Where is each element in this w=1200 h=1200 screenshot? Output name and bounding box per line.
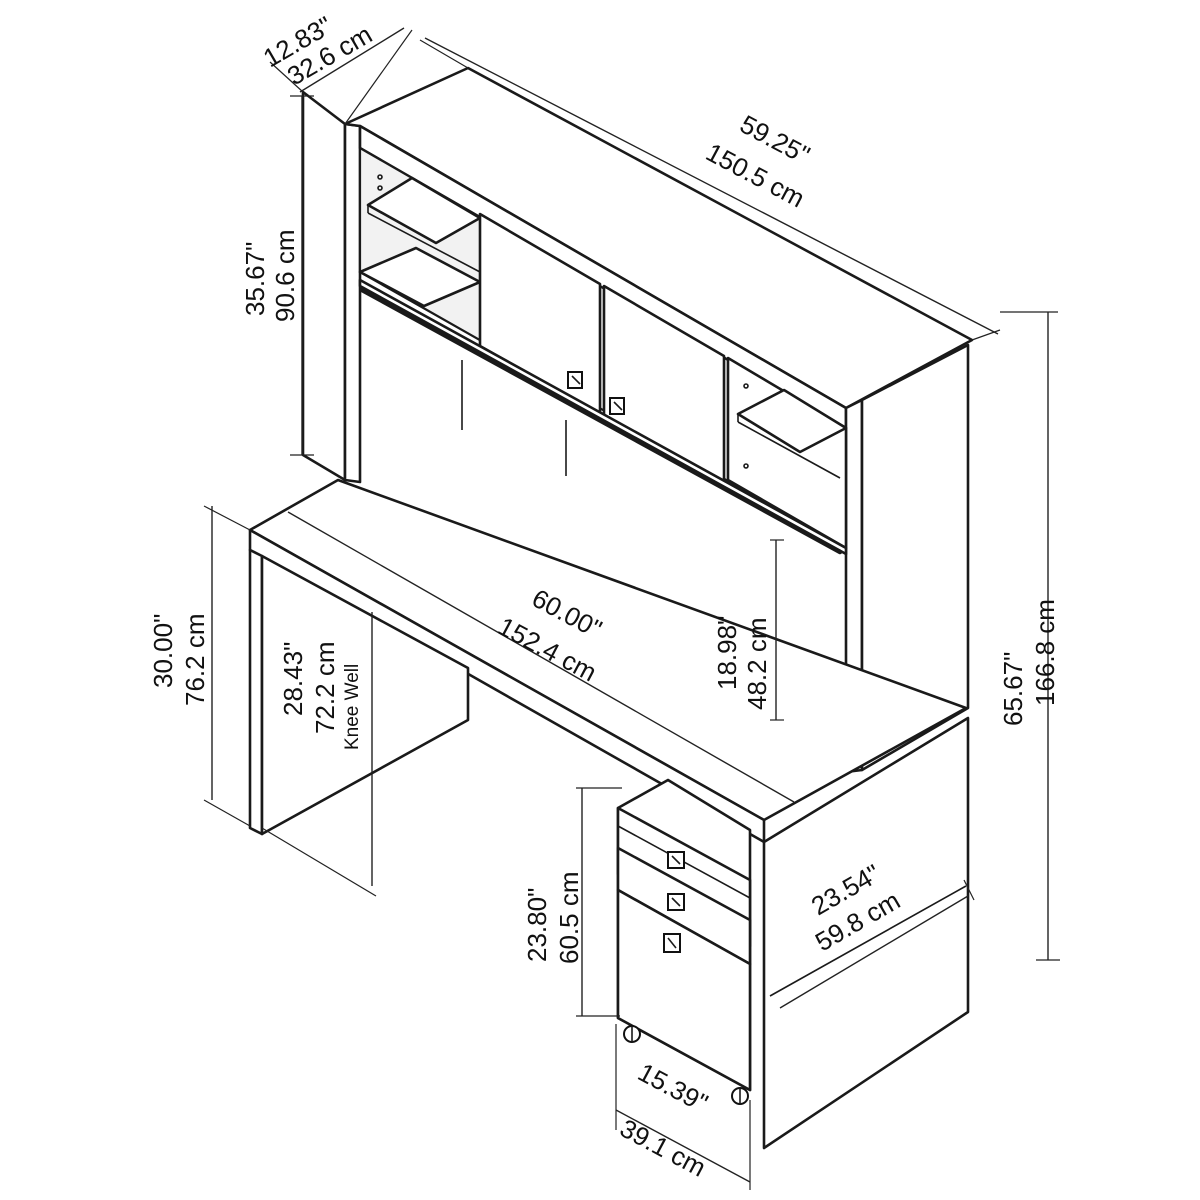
desk-left-leg — [248, 548, 264, 836]
hutch-right-shelf — [736, 388, 848, 454]
file-pedestal — [616, 778, 752, 1105]
drawer-pull-icon — [663, 933, 681, 953]
door-pull-icon — [609, 397, 625, 415]
hutch-clearance-in-label: 18.98" — [712, 616, 742, 690]
pedestal-width-cm-label: 39.1 cm — [615, 1113, 711, 1183]
drawer-pull-icon — [667, 851, 685, 869]
door-pull-icon — [567, 371, 583, 389]
hutch-light-rail — [358, 278, 848, 556]
desk-left-leg-inner — [260, 554, 470, 836]
knee-well-cm-label: 72.2 cm — [310, 642, 340, 735]
hutch-right-side — [860, 343, 970, 772]
hutch-top — [343, 66, 974, 410]
pedestal-height-in-label: 23.80" — [522, 888, 552, 962]
dimension-lines — [203, 27, 1060, 1190]
desk-height-cm-label: 76.2 cm — [180, 614, 210, 707]
pedestal-drawer-file — [616, 888, 752, 1092]
hutch-clearance-cm-label: 48.2 cm — [742, 618, 772, 711]
desk — [248, 478, 970, 1150]
pedestal-width-in-label: 15.39" — [633, 1057, 713, 1118]
hutch-left-side — [301, 90, 347, 482]
pedestal-height-cm-label: 60.5 cm — [554, 872, 584, 965]
total-height-cm-label: 166.8 cm — [1030, 599, 1060, 706]
hutch-left-front-edge — [343, 122, 362, 484]
total-height-in-label: 65.67" — [998, 652, 1028, 726]
hutch-height-in-label: 35.67" — [240, 242, 270, 316]
drawer-pull-icon — [667, 893, 685, 911]
knee-well-in-label: 28.43" — [278, 642, 308, 716]
caster-icon — [731, 1087, 749, 1105]
caster-icon — [623, 1025, 641, 1043]
desk-height-in-label: 30.00" — [148, 614, 178, 688]
knee-well-text-label: Knee Well — [342, 664, 363, 750]
hutch-height-cm-label: 90.6 cm — [270, 230, 300, 323]
